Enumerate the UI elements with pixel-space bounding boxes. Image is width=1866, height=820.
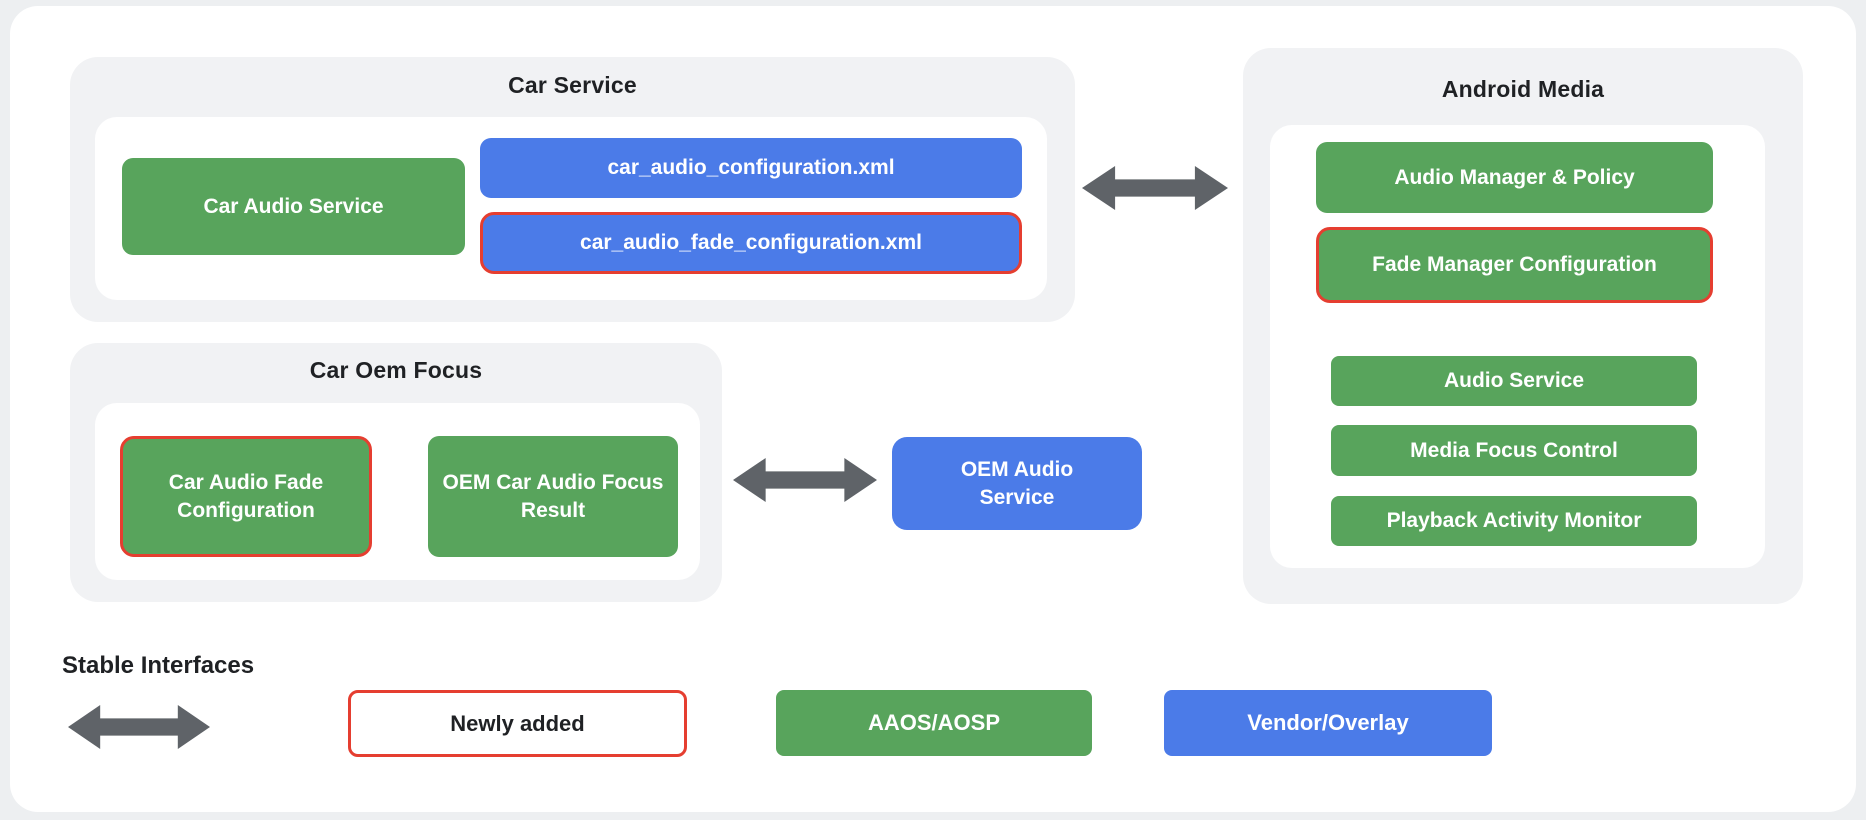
group-car-oem-focus: Car Oem Focus Car Audio Fade Configurati…: [70, 343, 722, 602]
group-car-service: Car Service Car Audio Service car_audio_…: [70, 57, 1075, 322]
double-arrow-icon: [68, 705, 210, 749]
box-media-focus-control: Media Focus Control: [1331, 425, 1697, 476]
legend-stable-interfaces-label: Stable Interfaces: [62, 652, 255, 679]
legend-aaos-aosp: AAOS/AOSP: [776, 690, 1092, 756]
group-android-media: Android Media Audio Manager & Policy Fad…: [1243, 48, 1803, 604]
car-service-panel: Car Audio Service car_audio_configuratio…: [95, 117, 1047, 300]
box-oem-audio-service: OEM Audio Service: [892, 437, 1142, 530]
car-service-title: Car Service: [508, 72, 637, 98]
box-fade-manager-configuration: Fade Manager Configuration: [1316, 227, 1713, 303]
legend-vendor-overlay: Vendor/Overlay: [1164, 690, 1492, 756]
box-car-audio-configuration-xml: car_audio_configuration.xml: [480, 138, 1022, 198]
box-car-audio-fade-configuration: Car Audio Fade Configuration: [120, 436, 372, 557]
box-car-audio-service: Car Audio Service: [122, 158, 465, 255]
android-media-panel: Audio Manager & Policy Fade Manager Conf…: [1270, 125, 1765, 568]
legend-newly-added: Newly added: [348, 690, 687, 757]
box-car-audio-fade-configuration-xml: car_audio_fade_configuration.xml: [480, 212, 1022, 274]
box-playback-activity-monitor: Playback Activity Monitor: [1331, 496, 1697, 546]
box-audio-manager-policy: Audio Manager & Policy: [1316, 142, 1713, 213]
double-arrow-icon: [733, 458, 877, 502]
car-oem-focus-panel: Car Audio Fade Configuration OEM Car Aud…: [95, 403, 700, 580]
car-oem-focus-title: Car Oem Focus: [309, 357, 483, 383]
box-audio-service: Audio Service: [1331, 356, 1697, 406]
android-media-title: Android Media: [1441, 76, 1605, 102]
box-oem-car-audio-focus-result: OEM Car Audio Focus Result: [428, 436, 678, 557]
double-arrow-icon: [1082, 166, 1228, 210]
